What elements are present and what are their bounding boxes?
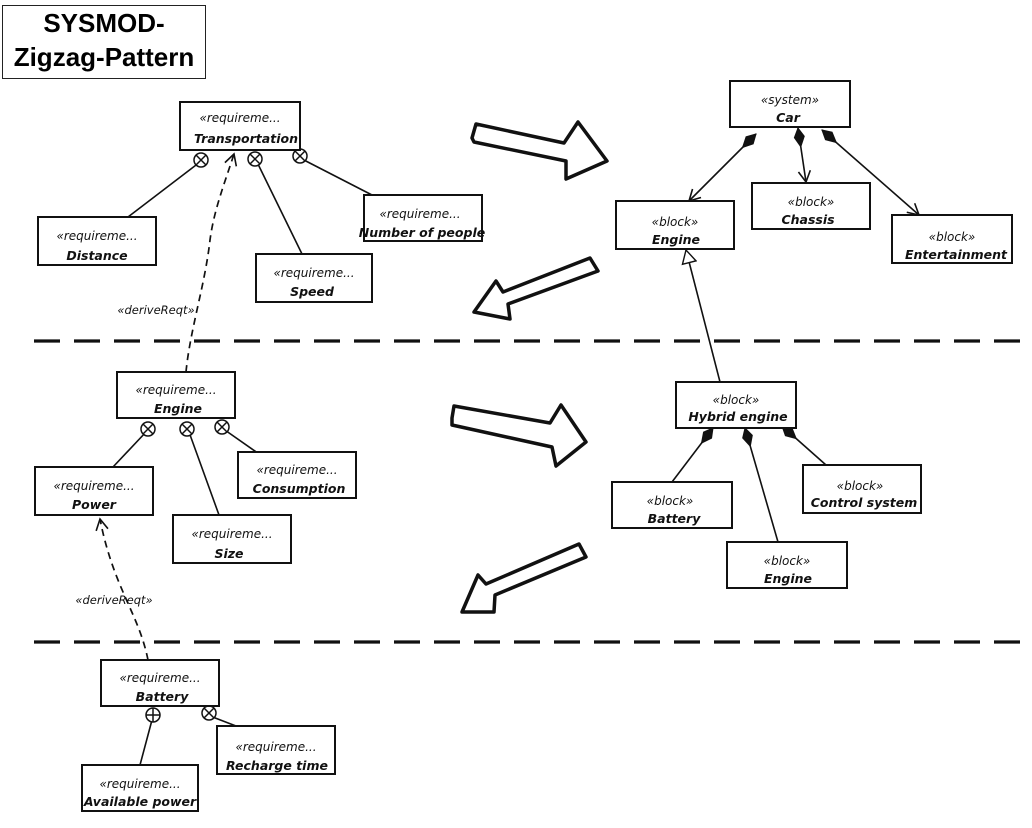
requirement-stereotype: «requireme... (99, 777, 180, 791)
block-stereotype: «block» (837, 479, 884, 493)
block-hybrid-engine[interactable]: «block» Hybrid engine (675, 381, 797, 429)
diagram-title-box: SYSMOD- Zigzag-Pattern (2, 5, 206, 79)
requirement-stereotype: «requireme... (191, 527, 272, 541)
requirement-stereotype: «requireme... (256, 463, 337, 477)
requirement-power[interactable]: «requireme... Power (34, 466, 154, 516)
block-battery[interactable]: «block» Battery (611, 481, 733, 529)
requirement-stereotype: «requireme... (199, 111, 280, 125)
derive-reqt-label-1: «deriveReqt» (117, 303, 194, 317)
requirement-number-of-people[interactable]: «requireme... Number of people (359, 194, 485, 242)
composition-connectors-middle (671, 426, 827, 543)
block-stereotype: «block» (929, 230, 976, 244)
requirement-name: Recharge time (226, 758, 328, 773)
requirement-name: Available power (83, 794, 197, 809)
requirement-stereotype: «requireme... (53, 479, 134, 493)
requirement-recharge-time[interactable]: «requireme... Recharge time (216, 725, 336, 775)
block-name: Car (776, 110, 801, 125)
containment-circles-middle (140, 419, 230, 437)
derive-reqt-label-2: «deriveReqt» (75, 593, 152, 607)
requirement-speed[interactable]: «requireme... Speed (255, 253, 373, 303)
block-stereotype: «block» (788, 195, 835, 209)
block-engine-2[interactable]: «block» Engine (726, 541, 848, 589)
block-stereotype: «block» (652, 215, 699, 229)
diagram-title-line-1: SYSMOD- (43, 8, 165, 38)
zigzag-arrow-right-1 (470, 120, 609, 181)
requirement-name: Distance (66, 248, 127, 263)
block-stereotype: «system» (761, 93, 819, 107)
requirement-stereotype: «requireme... (135, 383, 216, 397)
requirement-consumption[interactable]: «requireme... Consumption (237, 451, 357, 499)
requirement-stereotype: «requireme... (379, 207, 460, 221)
block-name: Control system (811, 495, 918, 510)
block-name: Engine (764, 571, 812, 586)
requirement-name: Consumption (253, 481, 346, 496)
requirement-name: Speed (290, 284, 335, 299)
zigzag-arrow-right-2 (450, 403, 588, 468)
containment-circles-top (193, 148, 308, 168)
block-control-system[interactable]: «block» Control system (802, 464, 922, 514)
composition-connectors-top (689, 128, 919, 215)
derive-reqt-connector-2 (95, 517, 149, 661)
diagram-title-line-2: Zigzag-Pattern (13, 42, 195, 72)
requirement-available-power[interactable]: «requireme... Available power (81, 764, 199, 812)
block-chassis[interactable]: «block» Chassis (751, 182, 871, 230)
block-name: Battery (648, 511, 702, 526)
block-stereotype: «block» (764, 554, 811, 568)
containment-connectors-top (127, 157, 373, 255)
derive-reqt-connector-1 (185, 152, 238, 373)
requirement-name: Power (72, 497, 117, 512)
requirement-name: Battery (136, 689, 190, 704)
requirement-stereotype: «requireme... (273, 266, 354, 280)
requirement-stereotype: «requireme... (119, 671, 200, 685)
zigzag-arrow-left-1 (472, 256, 600, 321)
block-entertainment[interactable]: «block» Entertainment (891, 214, 1013, 264)
requirement-stereotype: «requireme... (56, 229, 137, 243)
block-name: Engine (652, 232, 700, 247)
block-engine[interactable]: «block» Engine (615, 200, 735, 250)
requirement-engine[interactable]: «requireme... Engine (116, 371, 236, 419)
requirement-name: Number of people (359, 225, 485, 240)
zigzag-arrow-left-2 (460, 542, 588, 614)
containment-circles-bottom (145, 705, 217, 723)
requirement-name: Size (214, 546, 243, 561)
requirement-name: Transportation (194, 131, 298, 146)
block-name: Chassis (781, 212, 834, 227)
requirement-size[interactable]: «requireme... Size (172, 514, 292, 564)
block-car[interactable]: «system» Car (729, 80, 851, 128)
block-name: Hybrid engine (688, 409, 787, 424)
block-name: Entertainment (905, 247, 1008, 262)
requirement-transportation[interactable]: «requireme... Transportation (179, 101, 301, 151)
generalization-connector (686, 250, 721, 383)
requirement-battery[interactable]: «requireme... Battery (100, 659, 220, 707)
block-stereotype: «block» (713, 393, 760, 407)
requirement-distance[interactable]: «requireme... Distance (37, 216, 157, 266)
block-stereotype: «block» (647, 494, 694, 508)
requirement-name: Engine (154, 401, 202, 416)
requirement-stereotype: «requireme... (235, 740, 316, 754)
